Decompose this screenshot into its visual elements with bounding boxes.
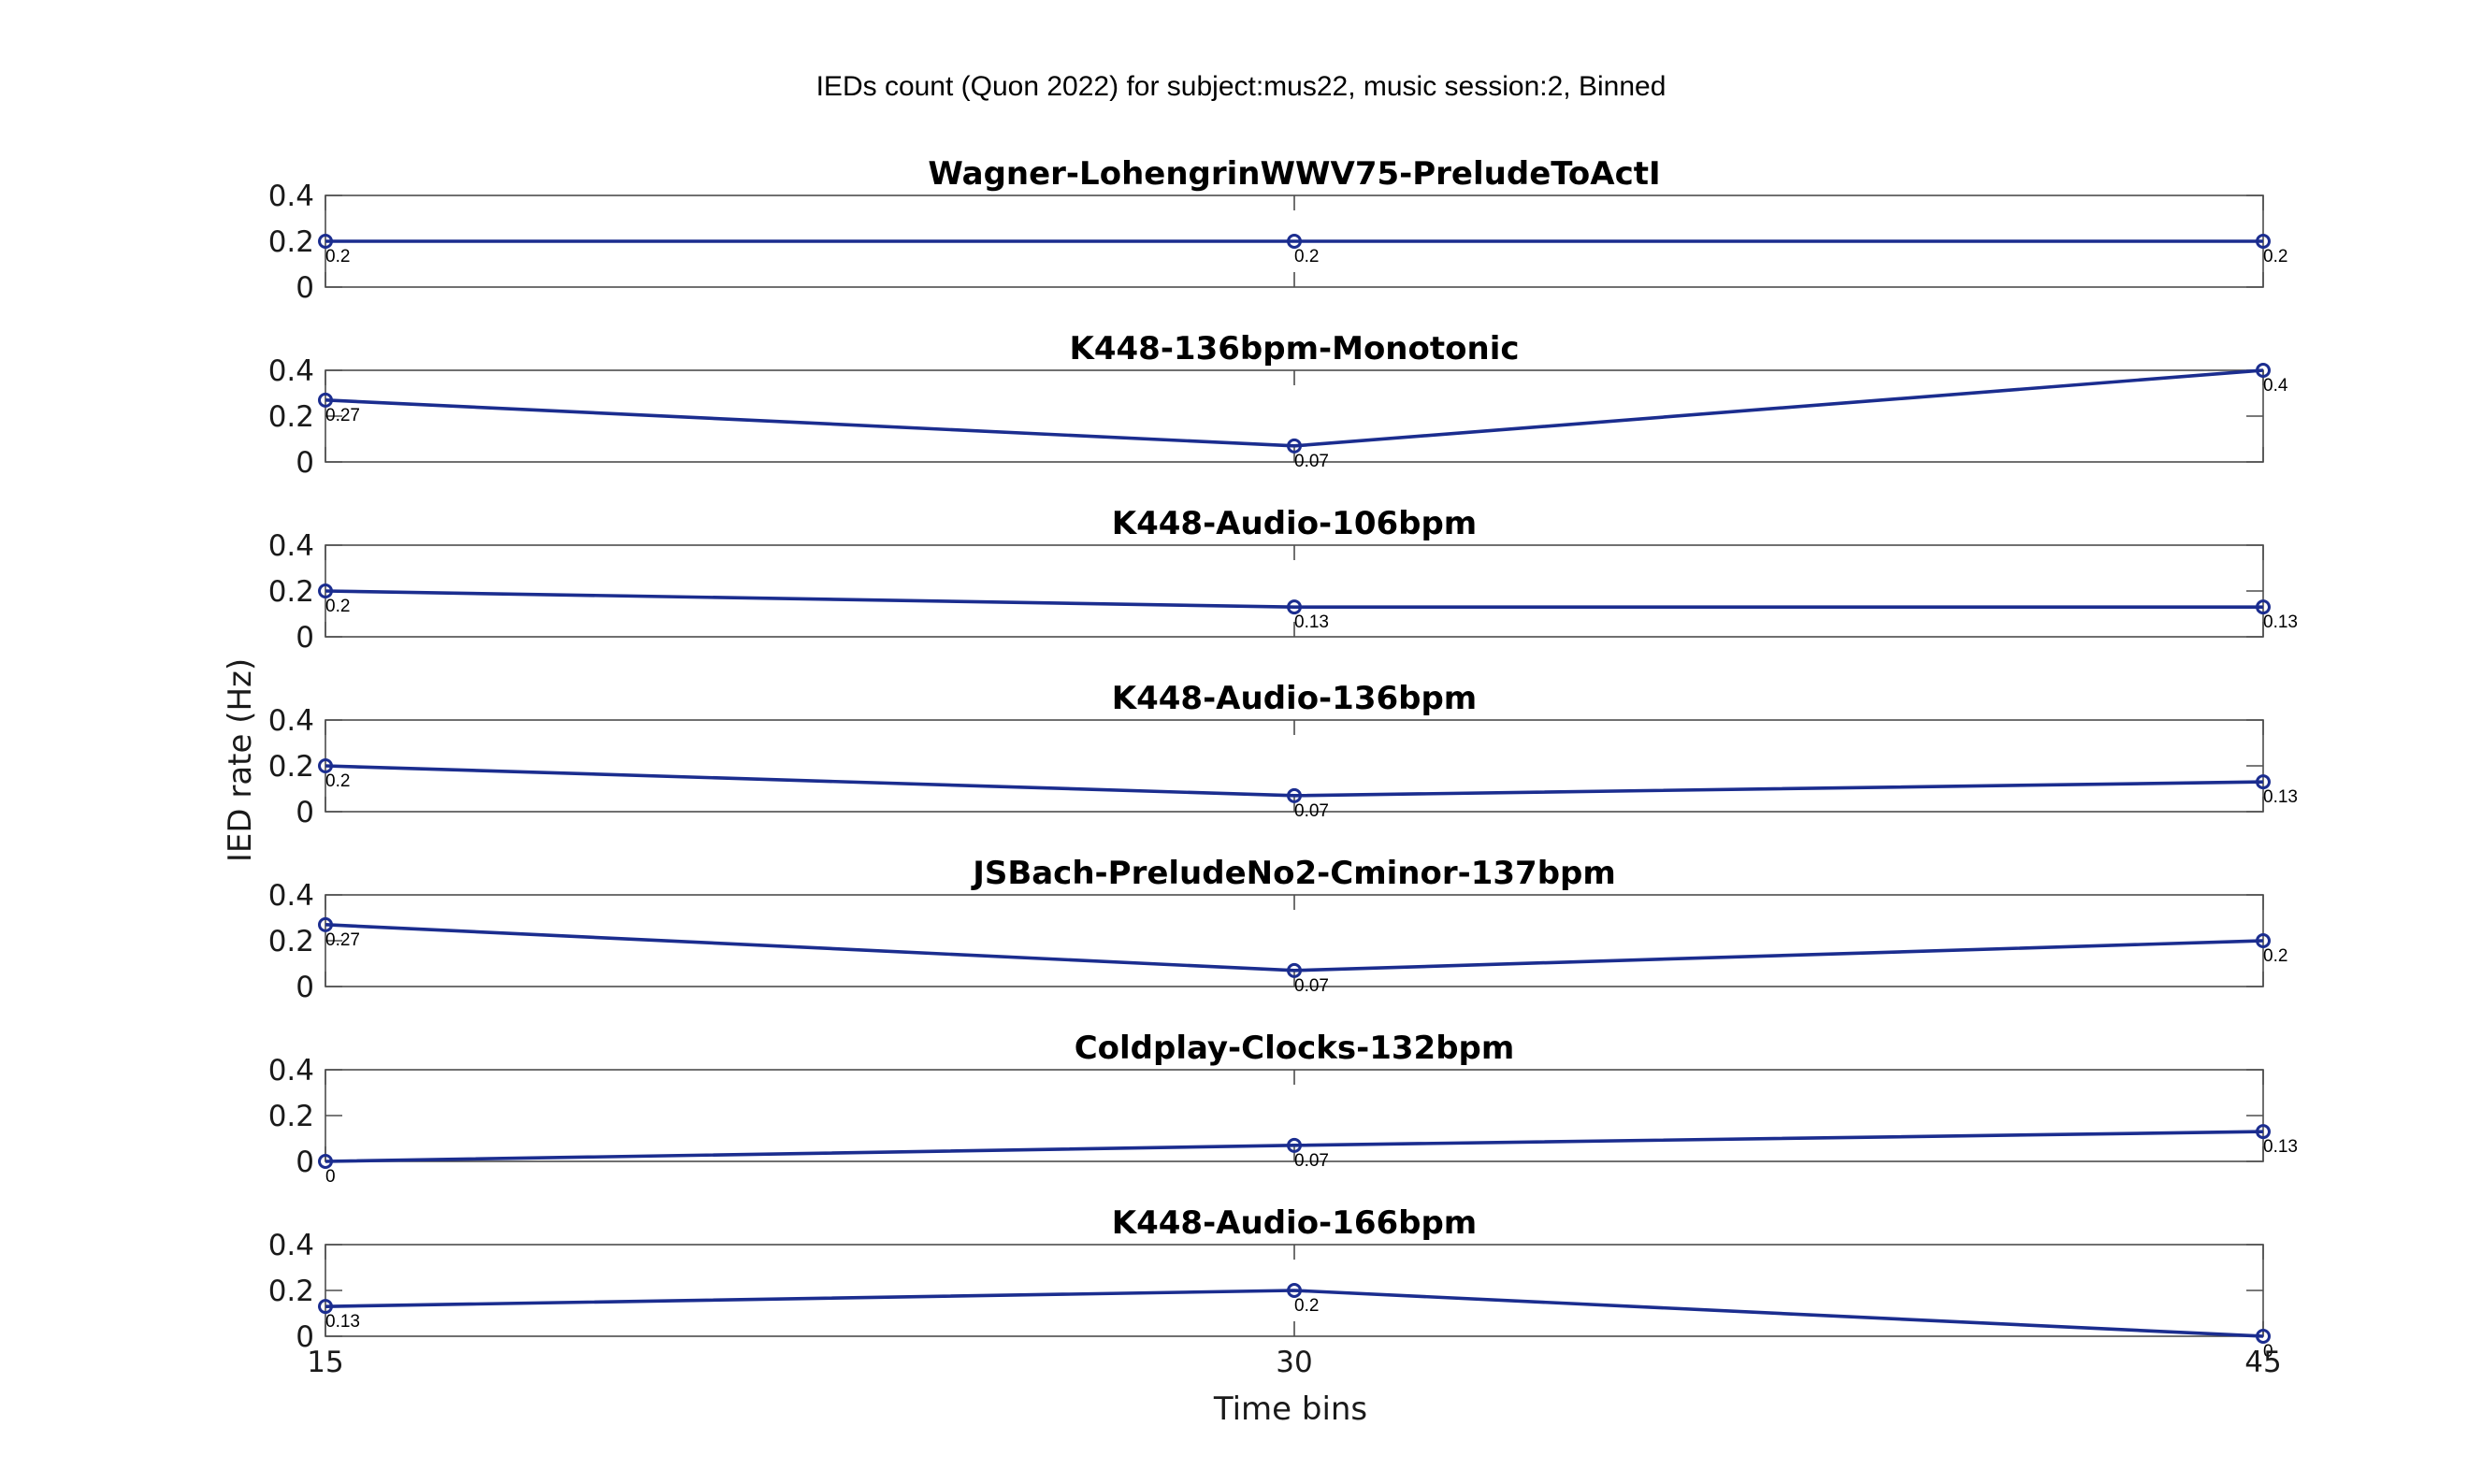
series-line [325, 1289, 2264, 1338]
x-tick-label: 30 [1276, 1346, 1312, 1379]
panel-title: Coldplay-Clocks-132bpm [1075, 1030, 1515, 1067]
data-label: 0.2 [325, 771, 350, 791]
panel-title: K448-Audio-166bpm [1112, 1204, 1478, 1242]
panel-4: K448-Audio-136bpm 0 0.2 0.4 0.2 0.07 0.13 [268, 680, 2298, 829]
y-tick-label: 0 [296, 621, 314, 655]
y-tick-label: 0 [296, 1320, 314, 1354]
panel-title: JSBach-PreludeNo2-Cminor-137bpm [971, 855, 1616, 892]
x-tick-label: 15 [307, 1346, 343, 1379]
y-tick-label: 0.4 [268, 529, 314, 563]
x-axis-label: Time bins [1213, 1390, 1367, 1428]
data-point [2256, 1124, 2271, 1140]
y-tick-label: 0.2 [268, 575, 314, 609]
panel-3: K448-Audio-106bpm 0 0.2 0.4 0.2 0.13 0.13 [268, 505, 2298, 655]
series-line [325, 589, 2263, 609]
data-label: 0.2 [325, 247, 350, 267]
y-axis-label: IED rate (Hz) [222, 658, 259, 862]
panel-7: K448-Audio-166bpm 0 0.2 0.4 0.13 0.2 0 [268, 1204, 2273, 1362]
y-tick-label: 0.2 [268, 925, 314, 958]
series-line [325, 764, 2264, 798]
data-point [318, 1299, 333, 1315]
panel-5: JSBach-PreludeNo2-Cminor-137bpm 0 0.2 0.4 0.… [268, 855, 2288, 1004]
y-tick-label: 0.2 [268, 1100, 314, 1133]
y-tick-label: 0 [296, 446, 314, 480]
data-label: 0.07 [1294, 452, 1329, 471]
y-tick-label: 0.4 [268, 1054, 314, 1088]
panel-title: K448-136bpm-Monotonic [1070, 330, 1520, 367]
data-label: 0.07 [1294, 801, 1329, 821]
data-point [1287, 1137, 1302, 1153]
data-label: 0.13 [2263, 612, 2298, 632]
panel-2: K448-136bpm-Monotonic 0 0.2 0.4 0.27 0.07 0.4 [268, 330, 2288, 480]
series-line [325, 923, 2264, 973]
data-label: 0.2 [1294, 247, 1319, 267]
panel-title: Wagner-LohengrinWWV75-PreludeToActI [928, 155, 1660, 193]
y-tick-label: 0 [296, 971, 314, 1004]
panel-1: Wagner-LohengrinWWV75-PreludeToActI 0 0.2 0… [268, 155, 2288, 305]
y-tick-label: 0.2 [268, 400, 314, 434]
data-label: 0.2 [1294, 1296, 1319, 1316]
y-tick-label: 0 [296, 796, 314, 829]
data-label: 0.27 [325, 406, 360, 425]
figure-title: IEDs count (Quon 2022) for subject:mus22… [816, 71, 1667, 102]
data-point [318, 392, 333, 408]
data-label: 0.4 [2263, 376, 2288, 396]
data-point [1287, 438, 1302, 454]
data-point [318, 234, 333, 249]
y-tick-label: 0.4 [268, 180, 314, 213]
y-tick-label: 0.4 [268, 1229, 314, 1262]
panel-title: K448-Audio-106bpm [1112, 505, 1478, 542]
y-tick-label: 0.4 [268, 879, 314, 913]
y-tick-label: 0.2 [268, 225, 314, 259]
data-point [1287, 787, 1302, 803]
x-tick-label: 45 [2244, 1346, 2281, 1379]
data-label: 0.27 [325, 930, 360, 950]
data-point [318, 758, 333, 773]
data-point [318, 916, 333, 932]
y-tick-label: 0.2 [268, 1275, 314, 1308]
panel-6: Coldplay-Clocks-132bpm 0 0.2 0.4 0 0.07 0.13 [268, 1030, 2298, 1187]
data-point [2256, 363, 2271, 378]
data-label: 0.13 [1294, 612, 1329, 632]
data-point [318, 1154, 333, 1169]
data-label: 0.13 [2263, 787, 2298, 807]
data-point [1287, 1283, 1302, 1298]
panel-title: K448-Audio-136bpm [1112, 680, 1478, 717]
data-point [2256, 1329, 2271, 1344]
data-point [2256, 774, 2271, 790]
data-point [1287, 234, 1302, 249]
panels: Wagner-LohengrinWWV75-PreludeToActI 0 0.2 0… [268, 155, 2298, 1379]
data-point [318, 584, 333, 598]
series-line [325, 368, 2264, 448]
series-line [325, 1130, 2264, 1163]
data-label: 0.2 [2263, 247, 2287, 267]
data-label: 0.13 [325, 1312, 360, 1332]
data-point [2256, 234, 2271, 249]
data-label: 0 [325, 1167, 336, 1187]
y-tick-label: 0.2 [268, 750, 314, 784]
y-tick-label: 0 [296, 1145, 314, 1179]
data-point [2256, 933, 2271, 948]
data-label: 0.07 [1294, 1151, 1329, 1171]
data-point [1287, 962, 1302, 978]
y-tick-label: 0.4 [268, 354, 314, 388]
data-point [1287, 599, 1302, 615]
y-tick-label: 0 [296, 271, 314, 305]
data-label: 0.07 [1294, 976, 1329, 996]
data-label: 0.13 [2263, 1137, 2298, 1157]
y-tick-label: 0.4 [268, 704, 314, 738]
data-label: 0.2 [2263, 946, 2287, 966]
data-label: 0 [2263, 1342, 2273, 1362]
data-point [2256, 599, 2271, 615]
data-label: 0.2 [325, 597, 350, 616]
